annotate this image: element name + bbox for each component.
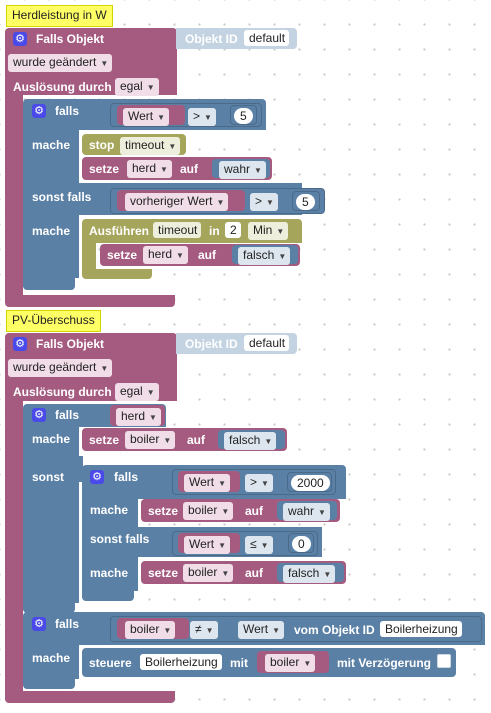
on-label: auf [245, 504, 263, 518]
do-label: mache [90, 566, 129, 580]
inner-if-foot [82, 591, 134, 601]
gear-icon[interactable]: ⚙ [13, 337, 27, 351]
on-label: auf [187, 433, 205, 447]
variable-dropdown[interactable]: herd▼ [143, 246, 188, 264]
else-row [23, 456, 83, 482]
run-label: Ausführen [89, 224, 149, 238]
number-value[interactable]: 2000 [291, 475, 330, 491]
variable-dropdown[interactable]: boiler▼ [183, 564, 234, 582]
trigger-block-2-spine [5, 401, 23, 691]
gear-icon[interactable]: ⚙ [90, 470, 104, 484]
number-value[interactable]: 0 [292, 536, 311, 552]
operator-dropdown[interactable]: ≤▼ [245, 536, 273, 554]
bool-dropdown[interactable]: falsch▼ [283, 565, 336, 583]
trigger-block-2-foot [5, 691, 175, 703]
triggered-by-dropdown[interactable]: egal▼ [115, 383, 159, 401]
comment-herdleistung[interactable]: Herdleistung in W [6, 5, 113, 27]
elseif-label: sonst falls [90, 532, 150, 546]
with-label: mit [230, 656, 248, 670]
do-label: mache [32, 432, 71, 446]
set-label: setze [148, 504, 179, 518]
comment-pv-ueberschuss[interactable]: PV-Überschuss [6, 310, 101, 332]
triggered-by-dropdown[interactable]: egal▼ [115, 78, 159, 96]
run-block-foot [82, 269, 152, 279]
do-label: mache [32, 651, 71, 665]
if-label: falls [55, 104, 80, 118]
control-object-value[interactable]: Boilerheizung [140, 654, 222, 670]
do-label: mache [90, 503, 129, 517]
variable-dropdown[interactable]: boiler▼ [125, 621, 176, 639]
bool-dropdown[interactable]: wahr▼ [283, 503, 330, 521]
delay-label: mit Verzögerung [337, 656, 432, 670]
object-id-label: Objekt ID [185, 337, 238, 351]
operator-dropdown[interactable]: >▼ [188, 108, 216, 126]
object-id-value[interactable]: default [244, 335, 290, 351]
variable-dropdown[interactable]: boiler▼ [125, 431, 176, 449]
triggered-by-label: Auslösung durch [13, 80, 112, 94]
else-label: sonst [32, 470, 65, 484]
if-block-1-foot [23, 278, 75, 290]
run-timer-dropdown[interactable]: timeout [153, 222, 202, 238]
variable-dropdown[interactable]: herd▼ [116, 408, 161, 426]
variable-dropdown[interactable]: boiler▼ [265, 654, 316, 672]
field-dropdown[interactable]: Wert▼ [184, 536, 231, 554]
triggered-by-label: Auslösung durch [13, 385, 112, 399]
on-label: auf [245, 566, 263, 580]
run-unit-dropdown[interactable]: Min▼ [248, 222, 289, 240]
elseif-label: sonst falls [32, 190, 92, 204]
set-label: setze [148, 566, 179, 580]
operator-dropdown[interactable]: ≠▼ [190, 621, 218, 639]
bool-dropdown[interactable]: wahr▼ [219, 161, 266, 179]
number-value[interactable]: 5 [234, 108, 253, 124]
number-value[interactable]: 5 [296, 194, 315, 210]
gear-icon[interactable]: ⚙ [32, 104, 46, 118]
set-label: setze [107, 248, 138, 262]
object-id-value[interactable]: default [244, 30, 290, 46]
from-object-label: vom Objekt ID [294, 623, 375, 637]
in-label: in [209, 224, 220, 238]
gear-icon[interactable]: ⚙ [32, 408, 46, 422]
if-block-2-foot [23, 603, 75, 613]
field-dropdown[interactable]: Wert▼ [123, 108, 170, 126]
on-label: auf [198, 248, 216, 262]
object-id-label: Objekt ID [185, 32, 238, 46]
changed-dropdown[interactable]: wurde geändert▼ [8, 359, 113, 377]
control-label: steuere [89, 656, 132, 670]
set-label: setze [89, 162, 120, 176]
variable-dropdown[interactable]: herd▼ [127, 160, 172, 178]
delay-checkbox[interactable] [437, 654, 451, 668]
field-dropdown[interactable]: Wert▼ [238, 621, 285, 639]
falls-objekt-label: Falls Objekt [36, 32, 105, 46]
if-label: falls [55, 408, 80, 422]
field-dropdown[interactable]: vorheriger Wert▼ [125, 193, 229, 211]
do-label: mache [32, 138, 71, 152]
gear-icon[interactable]: ⚙ [13, 32, 27, 46]
object-id-value[interactable]: Boilerheizung [380, 621, 462, 637]
if-block-3-foot [23, 679, 75, 689]
operator-dropdown[interactable]: >▼ [250, 193, 278, 211]
set-label: setze [89, 433, 120, 447]
gear-icon[interactable]: ⚙ [32, 617, 46, 631]
run-block-spine [82, 243, 96, 269]
if-block-2-spine [23, 427, 79, 603]
field-dropdown[interactable]: Wert▼ [184, 474, 231, 492]
if-block-3-spine [23, 645, 79, 679]
if-label: falls [55, 617, 80, 631]
variable-dropdown[interactable]: boiler▼ [183, 502, 234, 520]
stop-timer-dropdown[interactable]: timeout▼ [120, 137, 181, 155]
stop-label: stop [89, 138, 115, 152]
trigger-block-1-foot [5, 295, 175, 307]
changed-dropdown[interactable]: wurde geändert▼ [8, 54, 113, 72]
falls-objekt-label: Falls Objekt [36, 337, 105, 351]
operator-dropdown[interactable]: >▼ [245, 474, 273, 492]
on-label: auf [180, 162, 198, 176]
run-time-input[interactable]: 2 [225, 222, 241, 238]
bool-dropdown[interactable]: falsch▼ [224, 432, 277, 450]
if-label: falls [114, 470, 139, 484]
trigger-block-1-spine [5, 95, 23, 295]
do-label: mache [32, 224, 71, 238]
bool-dropdown[interactable]: falsch▼ [238, 247, 291, 265]
